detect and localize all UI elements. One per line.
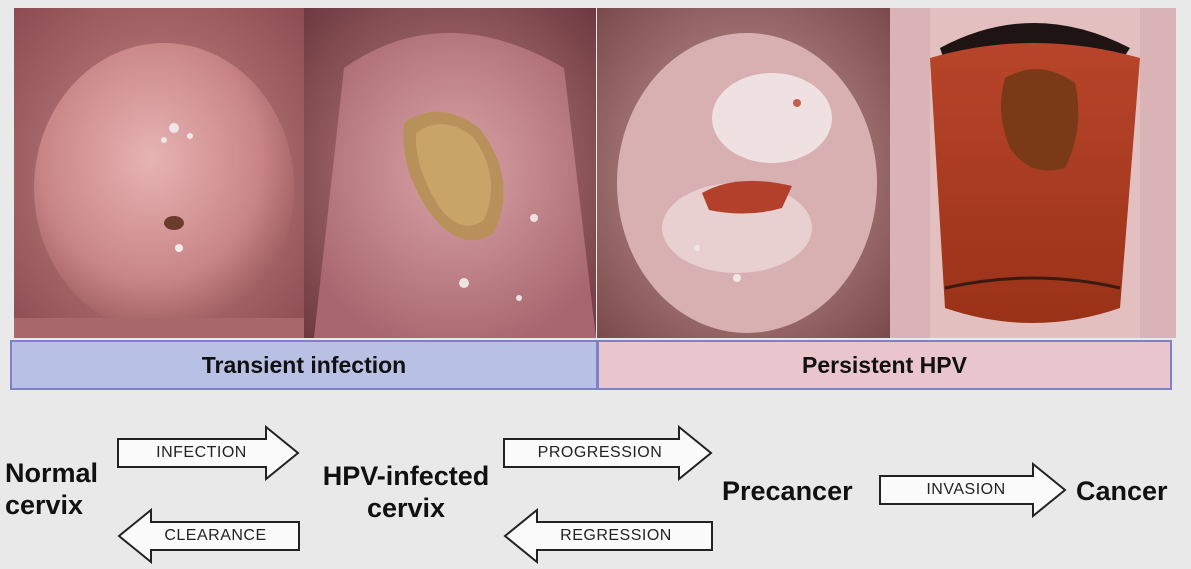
- hpv-infected-line1: HPV-infected: [306, 460, 506, 492]
- normal-cervix-photo: [14, 8, 304, 338]
- hpv-infected-cervix-label: HPV-infected cervix: [306, 460, 506, 524]
- invasion-arrow: INVASION: [878, 462, 1068, 518]
- progression-arrow: PROGRESSION: [502, 425, 714, 481]
- transient-infection-label: Transient infection: [202, 352, 406, 379]
- infection-arrow-label: INFECTION: [116, 425, 301, 481]
- precancer-label: Precancer: [722, 475, 853, 507]
- progression-arrow-label: PROGRESSION: [502, 425, 714, 481]
- cancer-photo: [890, 8, 1176, 338]
- persistent-hpv-label: Persistent HPV: [802, 352, 967, 379]
- transient-infection-band: Transient infection: [10, 340, 598, 390]
- normal-cervix-line1: Normal: [5, 457, 98, 489]
- cancer-label: Cancer: [1076, 475, 1168, 507]
- clearance-arrow: CLEARANCE: [116, 508, 301, 564]
- hpv-infected-photo: [304, 8, 596, 338]
- normal-cervix-label: Normal cervix: [5, 457, 98, 521]
- regression-arrow-label: REGRESSION: [502, 508, 714, 564]
- clearance-arrow-label: CLEARANCE: [116, 508, 301, 564]
- persistent-hpv-band: Persistent HPV: [597, 340, 1172, 390]
- precancer-photo: [597, 8, 890, 338]
- invasion-arrow-label: INVASION: [878, 462, 1068, 518]
- regression-arrow: REGRESSION: [502, 508, 714, 564]
- hpv-infected-line2: cervix: [306, 492, 506, 524]
- infection-arrow: INFECTION: [116, 425, 301, 481]
- normal-cervix-line2: cervix: [5, 489, 98, 521]
